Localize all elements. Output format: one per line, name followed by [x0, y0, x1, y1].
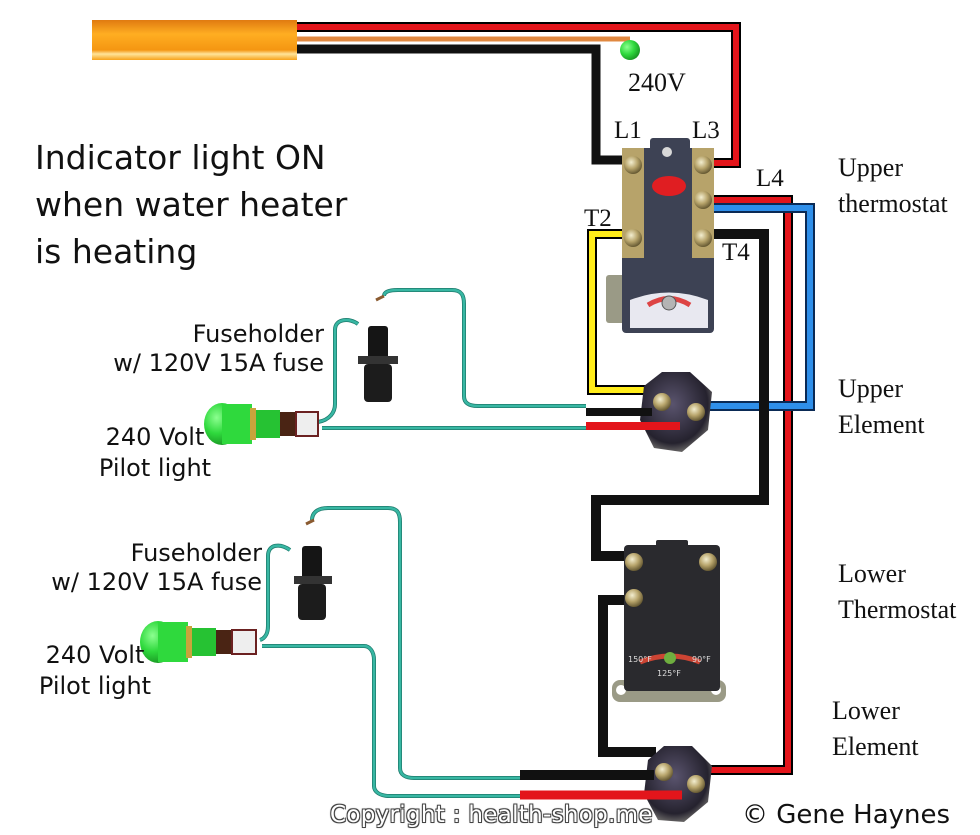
- terminal-label-l3: L3: [692, 117, 720, 144]
- terminal-screw-l4: [694, 191, 712, 209]
- dial-low-label: 90°F: [692, 655, 711, 664]
- upper-element-label: Upper Element: [838, 374, 925, 439]
- lower-pilot-wire-fuse: [259, 506, 520, 780]
- supply-cable: [92, 20, 741, 168]
- author-credit: © Gene Haynes: [742, 800, 951, 830]
- lower-fuseholder-icon: [294, 518, 332, 620]
- wire-yellow-t2: [589, 231, 656, 393]
- terminal-label-t2: T2: [584, 205, 612, 232]
- lower-terminal-screw-1: [625, 553, 643, 571]
- lower-pilot-circuit: [140, 506, 520, 798]
- upper-pilot-light-icon: [204, 403, 319, 445]
- wire-black-t4: [591, 229, 769, 561]
- wire-blue-upper-element: [706, 205, 813, 409]
- lower-pilot-light-icon: [140, 621, 257, 663]
- upper-element: [586, 372, 712, 452]
- upper-fuseholder-label: Fuseholder w/ 120V 15A fuse: [113, 320, 324, 377]
- lower-fuseholder-label: Fuseholder w/ 120V 15A fuse: [51, 539, 262, 596]
- upper-thermostat-label: Upper thermostat: [838, 153, 948, 218]
- copyright-watermark: Copyright : health-shop.me: [330, 802, 653, 828]
- supply-voltage-label: 240V: [628, 68, 686, 97]
- lower-terminal-screw-3: [699, 553, 717, 571]
- lower-thermostat-housing: [624, 545, 720, 691]
- terminal-screw-l3: [694, 156, 712, 174]
- dial-mid-label: 125°F: [657, 669, 681, 678]
- lower-element: [520, 746, 712, 822]
- terminal-label-l4: L4: [756, 165, 784, 192]
- upper-pilot-light-label: 240 Volt Pilot light: [98, 423, 212, 482]
- wire-red-l4: [705, 197, 791, 773]
- lower-temperature-dial: [664, 652, 676, 664]
- upper-thermostat-housing: [622, 148, 714, 333]
- terminal-screw-t2: [624, 229, 642, 247]
- ground-screw-icon: [620, 40, 640, 60]
- lower-element-label: Lower Element: [832, 696, 919, 761]
- terminal-screw-t4: [694, 229, 712, 247]
- lower-thermostat: [612, 540, 726, 702]
- wire-red-l3: [297, 24, 739, 166]
- reset-button: [652, 176, 686, 196]
- upper-pilot-circuit: [204, 288, 586, 445]
- wire-black-l1: [297, 44, 624, 165]
- upper-element-head: [640, 372, 712, 452]
- lower-pilot-light-label: 240 Volt Pilot light: [38, 641, 152, 700]
- lower-terminal-screw-2: [625, 589, 643, 607]
- upper-thermostat: [606, 138, 714, 333]
- terminal-screw-l1: [624, 156, 642, 174]
- cable-jacket: [92, 20, 297, 60]
- terminal-label-l1: L1: [614, 117, 642, 144]
- lower-pilot-wire-return: [262, 644, 520, 798]
- terminal-label-t4: T4: [722, 239, 750, 266]
- diagram-title: Indicator light ON when water heater is …: [35, 138, 348, 271]
- wire-black-lower-element: [598, 595, 656, 757]
- lower-thermostat-label: Lower Thermostat: [838, 559, 957, 624]
- upper-fuseholder-icon: [358, 294, 398, 402]
- dial-high-label: 150°F: [628, 655, 652, 664]
- temperature-dial: [661, 295, 677, 311]
